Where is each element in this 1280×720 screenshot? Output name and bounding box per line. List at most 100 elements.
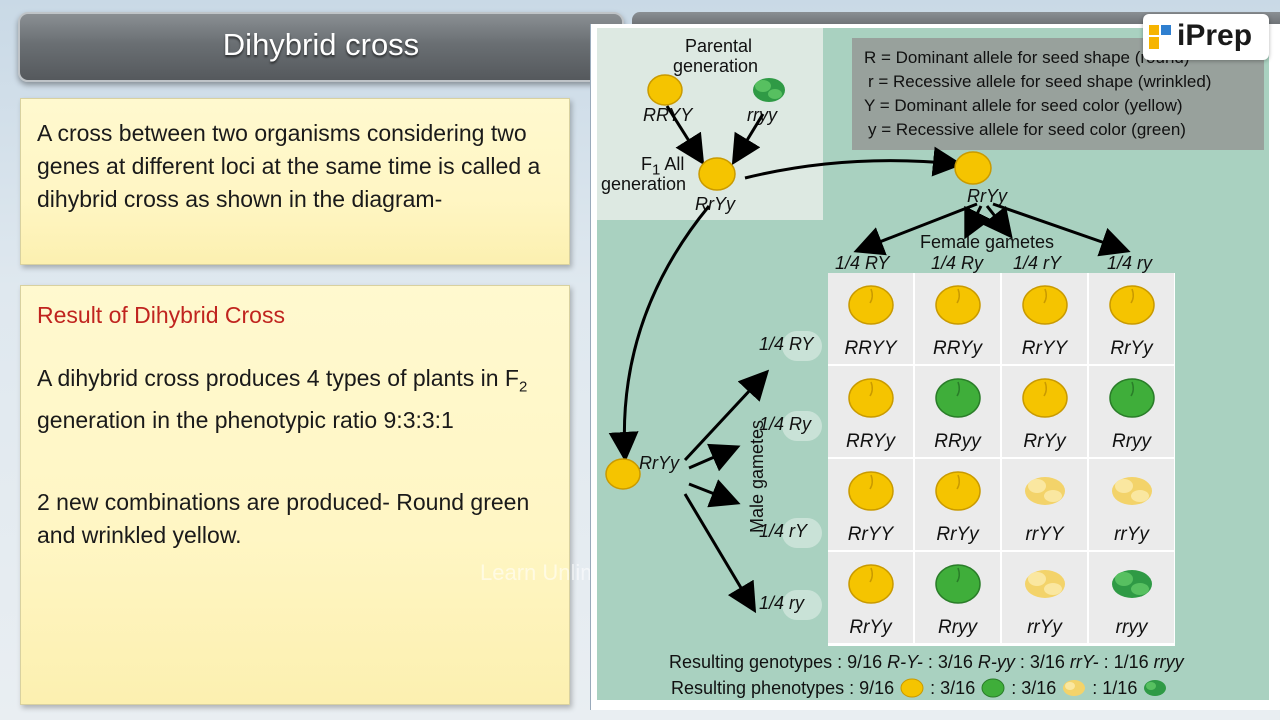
round-yellow-seed-icon xyxy=(1022,285,1068,325)
wrinkled-yellow-seed-icon xyxy=(1025,477,1065,505)
male-parent-genotype: RrYy xyxy=(639,453,679,473)
male-gamete-bg xyxy=(782,331,822,361)
cell-genotype: RrYy xyxy=(849,617,892,638)
round-yellow-seed-icon xyxy=(1022,378,1068,418)
round-yellow-seed-icon xyxy=(848,564,894,604)
f1-label-generation: generation xyxy=(601,174,687,194)
punnett-cell: RrYY xyxy=(1002,273,1087,364)
logo-text: iPrep xyxy=(1177,19,1253,52)
genotype-class: rryy xyxy=(1153,652,1184,672)
punnett-cell: rrYy xyxy=(1089,459,1174,550)
male-gamete-label: 1/4 ry xyxy=(759,593,805,613)
genotype-ratio-line: Resulting genotypes : 9/16 R-Y- : 3/16 R… xyxy=(669,652,1184,673)
round-yellow-seed-icon xyxy=(935,285,981,325)
wrinkled-yellow-seed-icon xyxy=(1112,477,1152,505)
page-title: Dihybrid cross xyxy=(222,27,420,62)
legend-item: r = Recessive allele for seed shape (wri… xyxy=(868,72,1212,91)
cell-genotype: RrYY xyxy=(847,524,894,545)
male-gamete-bg xyxy=(782,590,822,620)
round-yellow-seed-icon xyxy=(1109,285,1155,325)
logo-mark-icon xyxy=(1149,25,1171,49)
genotype-class: rrY- xyxy=(1069,652,1099,672)
round-yellow-seed-icon xyxy=(848,285,894,325)
cross-arrows xyxy=(605,74,1131,614)
female-gamete-label: 1/4 ry xyxy=(1107,253,1153,273)
phenotype-ratio-line: Resulting phenotypes : 9/16 : 3/16 : 3/1… xyxy=(671,678,1168,699)
punnett-cell: RrYY xyxy=(828,459,913,550)
result-paragraph-2: 2 new combinations are produced- Round g… xyxy=(37,489,530,548)
cell-genotype: rrYy xyxy=(1027,617,1062,638)
punnett-cell: rrYy xyxy=(1002,552,1087,643)
female-parent-seed xyxy=(954,151,992,185)
cell-genotype: RRYy xyxy=(846,431,895,452)
wrinkled-green-seed-icon xyxy=(1112,570,1152,598)
round-yellow-seed-icon xyxy=(935,471,981,511)
punnett-cell: Rryy xyxy=(1089,366,1174,457)
punnett-cell: RrYy xyxy=(1002,366,1087,457)
parent1-seed xyxy=(647,74,683,106)
male-gamete-label: 1/4 rY xyxy=(759,521,808,541)
cell-genotype: RrYY xyxy=(1021,338,1068,359)
round-green-seed-icon xyxy=(935,564,981,604)
female-gamete-label: 1/4 RY xyxy=(835,253,890,273)
parent2-seed xyxy=(753,78,785,102)
male-gamete-label: 1/4 RY xyxy=(759,334,814,354)
cell-genotype: RrYy xyxy=(936,524,979,545)
female-parent-genotype: RrYy xyxy=(967,186,1007,206)
round-green-seed-icon xyxy=(1109,378,1155,418)
result-box: Result of Dihybrid Cross A dihybrid cros… xyxy=(20,285,570,705)
legend-item: y = Recessive allele for seed color (gre… xyxy=(868,120,1186,139)
genotype-class: R-Y- xyxy=(887,652,923,672)
punnett-cell: RRYY xyxy=(828,273,913,364)
diagram-panel: R = Dominant allele for seed shape (roun… xyxy=(597,28,1269,700)
wrinkled-green-seed-icon xyxy=(1144,680,1167,696)
result-p1-tail: generation in the phenotypic ratio 9:3:3… xyxy=(37,406,454,433)
round-green-seed-icon xyxy=(935,378,981,418)
result-paragraph-1: A dihybrid cross produces 4 types of pla… xyxy=(37,362,557,437)
result-p1-text: A dihybrid cross produces 4 types of pla… xyxy=(37,365,519,391)
punnett-cell: RRYy xyxy=(915,273,1000,364)
parental-label: Parental xyxy=(685,36,753,56)
result-heading: Result of Dihybrid Cross xyxy=(37,302,285,328)
punnett-cell: RRYy xyxy=(828,366,913,457)
dihybrid-diagram: R = Dominant allele for seed shape (roun… xyxy=(590,24,1280,710)
f1-seed xyxy=(698,157,736,191)
genotype-class: R-yy xyxy=(977,652,1015,672)
wrinkled-yellow-seed-icon xyxy=(1025,570,1065,598)
phenotype-sep: : 3/16 xyxy=(1006,678,1057,698)
cell-genotype: RrYy xyxy=(1110,338,1153,359)
genotype-prefix: Resulting genotypes : 9/16 xyxy=(669,652,888,672)
f1-label-sub: 1 xyxy=(652,161,661,179)
round-yellow-seed-icon xyxy=(900,678,924,698)
punnett-cell: RrYy xyxy=(1089,273,1174,364)
wrinkled-yellow-seed-icon xyxy=(1063,680,1086,696)
cell-genotype: rrYY xyxy=(1025,524,1064,545)
cell-genotype: rrYy xyxy=(1114,524,1149,545)
parental-label: generation xyxy=(673,56,759,76)
punnett-cell: RrYy xyxy=(828,552,913,643)
cell-genotype: RRyy xyxy=(934,431,981,452)
round-yellow-seed-icon xyxy=(848,378,894,418)
cell-genotype: RRYY xyxy=(844,338,897,359)
result-p1-sub: 2 xyxy=(518,378,528,396)
round-yellow-seed-icon xyxy=(848,471,894,511)
legend-item: R = Dominant allele for seed shape (roun… xyxy=(864,48,1190,67)
female-gamete-label: 1/4 Ry xyxy=(931,253,984,273)
cell-genotype: Rryy xyxy=(1111,431,1152,452)
genotype-sep: : 1/16 xyxy=(1098,652,1154,672)
male-gamete-bg xyxy=(782,411,822,441)
punnett-cell: rrYY xyxy=(1002,459,1087,550)
female-gamete-label: 1/4 rY xyxy=(1013,253,1062,273)
genotype-sep: : 3/16 xyxy=(922,652,978,672)
phenotype-prefix: Resulting phenotypes : 9/16 xyxy=(671,678,895,698)
definition-box: A cross between two organisms considerin… xyxy=(20,98,570,265)
male-parent-seed xyxy=(605,458,641,490)
cell-genotype: rryy xyxy=(1115,617,1148,638)
parent1-genotype: RRYY xyxy=(643,105,693,125)
phenotype-sep: : 1/16 xyxy=(1087,678,1138,698)
male-gamete-label: 1/4 Ry xyxy=(759,414,812,434)
iprep-logo: iPrep xyxy=(1143,14,1269,60)
round-green-seed-icon xyxy=(981,678,1005,698)
title-bar: Dihybrid cross xyxy=(18,12,624,82)
